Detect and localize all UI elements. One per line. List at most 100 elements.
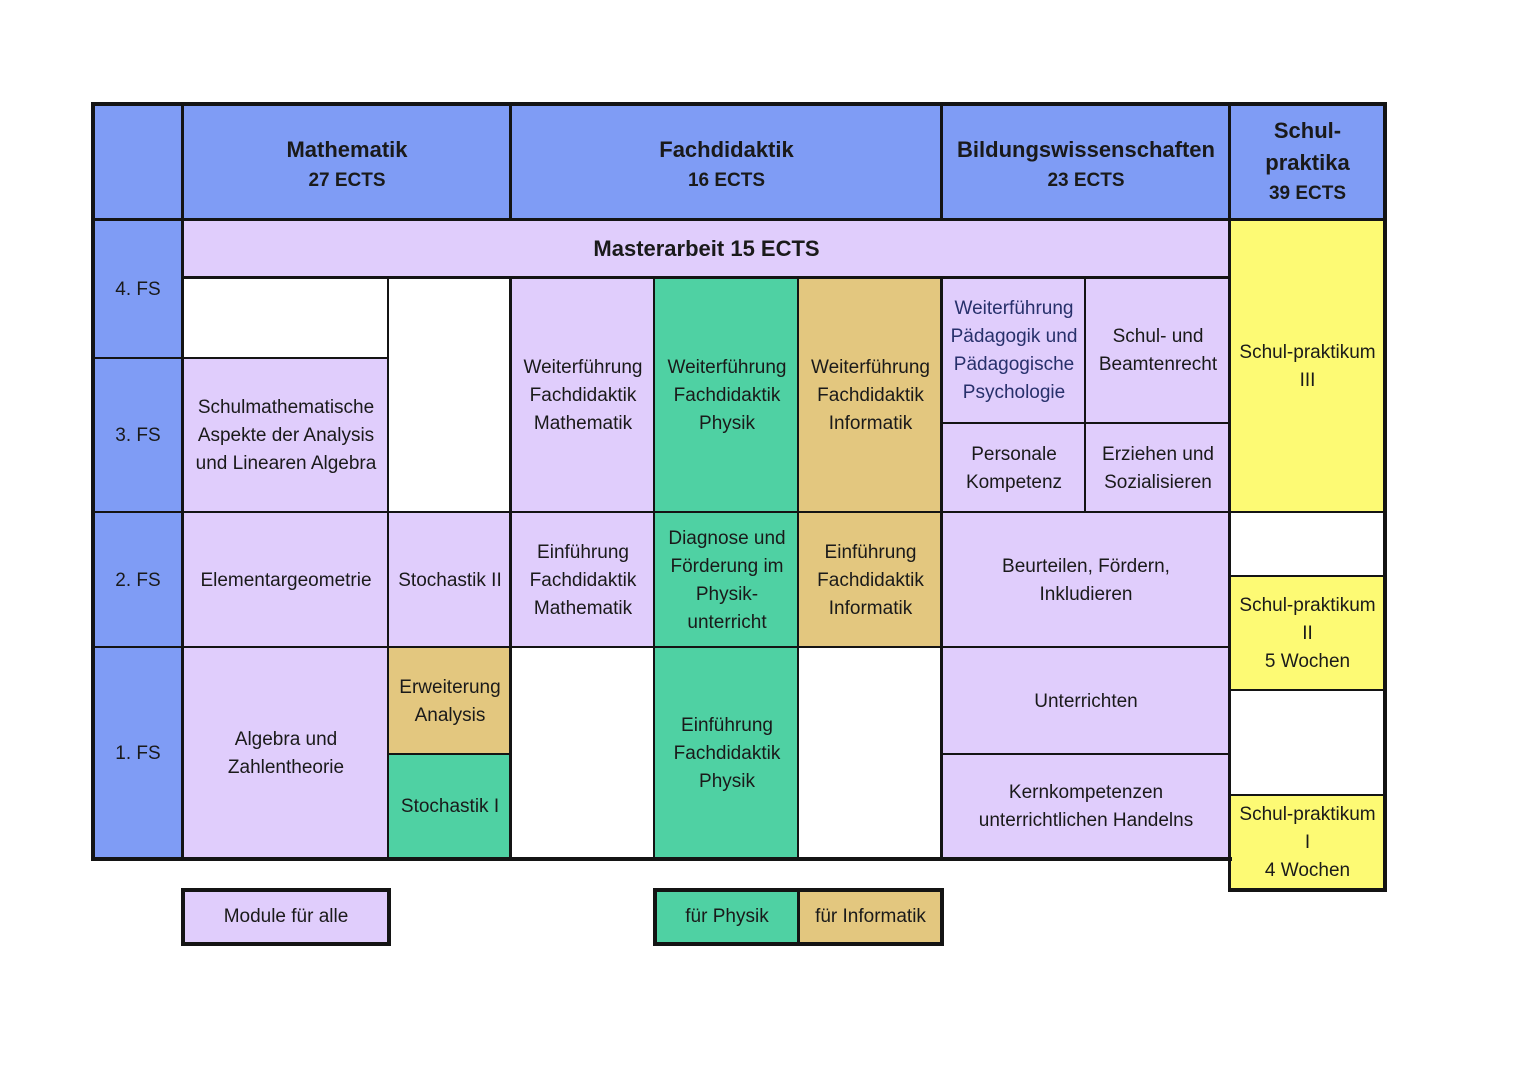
module-text: I: [1304, 832, 1311, 853]
header-mathematik: Mathematik 27 ECTS: [183, 104, 511, 220]
module-text: III: [1299, 369, 1316, 391]
grid-line: [91, 511, 1387, 513]
masterarbeit-label: Masterarbeit 15 ECTS: [593, 236, 820, 261]
module-text: Beamtenrecht: [1098, 354, 1218, 375]
module-text: Informatik: [828, 597, 913, 619]
module-text: Mathematik: [533, 412, 633, 434]
module-erweiterung-analysis: Erweiterung Analysis: [389, 648, 511, 755]
module-text: Algebra und: [234, 728, 338, 750]
grid-line: [940, 276, 943, 861]
module-text: Weiterführung: [811, 356, 930, 378]
grid-line: [653, 276, 655, 861]
module-text: Fachdidaktik: [529, 569, 637, 591]
module-text: Schul-praktikum: [1239, 341, 1376, 363]
module-text: Diagnose und: [668, 527, 786, 549]
header-title: Fachdidaktik: [659, 137, 794, 162]
semester-label: 1. FS: [115, 742, 161, 764]
semester-1: 1. FS: [93, 648, 183, 859]
module-text: Schul-praktikum: [1239, 804, 1376, 825]
grid-line: [940, 753, 1230, 755]
grid-line: [91, 218, 1387, 221]
grid-line: [387, 753, 511, 755]
legend-fuer-physik: für Physik: [655, 890, 799, 944]
grid-line: [91, 102, 1387, 106]
module-text: Stochastik I: [400, 796, 500, 817]
grid-line: [1084, 276, 1086, 513]
module-einfuehrung-fd-physik: Einführung Fachdidaktik Physik: [655, 648, 799, 859]
module-text: Kompetenz: [965, 471, 1063, 493]
header-ects: 39 ECTS: [1268, 183, 1347, 204]
header-ects: 27 ECTS: [308, 170, 386, 191]
legend-label: für Physik: [685, 906, 769, 927]
grid-line: [181, 102, 184, 861]
grid-line: [940, 422, 1230, 424]
header-title-line: Schul-: [1273, 118, 1342, 143]
header-corner: [93, 104, 183, 220]
legend-border: [181, 888, 391, 946]
grid-line: [940, 102, 943, 220]
legend-module-fuer-alle: Module für alle: [183, 890, 389, 944]
module-text: Erziehen und: [1102, 443, 1214, 465]
grid-line: [797, 276, 799, 648]
module-text: Personale: [971, 443, 1057, 465]
module-text: 4 Wochen: [1264, 860, 1351, 881]
module-schulpraktikum-3: Schul-praktikum III: [1230, 220, 1385, 513]
grid-line: [1228, 689, 1387, 691]
empty-cell: [799, 648, 942, 859]
module-schulpraktikum-1: Schul-praktikum I 4 Wochen: [1230, 796, 1385, 890]
module-text: II: [1302, 623, 1313, 644]
grid-line: [1228, 102, 1231, 892]
header-fachdidaktik: Fachdidaktik 16 ECTS: [511, 104, 942, 220]
module-text: Informatik: [828, 412, 913, 434]
module-erziehen-sozialisieren: Erziehen und Sozialisieren: [1086, 424, 1230, 513]
header-schulpraktika: Schul- praktika 39 ECTS: [1230, 104, 1385, 220]
grid-line: [91, 857, 1232, 861]
grid-line: [387, 276, 389, 861]
module-text: Fachdidaktik: [673, 742, 781, 764]
module-text: Mathematik: [533, 597, 633, 619]
grid-line: [91, 102, 95, 861]
module-text: Zahlentheorie: [227, 756, 345, 778]
module-text: Einführung: [681, 714, 773, 736]
header-bildungswissenschaften: Bildungswissenschaften 23 ECTS: [942, 104, 1230, 220]
header-ects: 16 ECTS: [687, 170, 766, 191]
module-text: Fachdidaktik: [817, 384, 924, 406]
semester-4: 4. FS: [93, 220, 183, 359]
grid-line: [91, 646, 1231, 648]
module-text: unterrichtlichen Handelns: [978, 810, 1194, 831]
module-unterrichten: Unterrichten: [942, 648, 1230, 755]
header-ects: 23 ECTS: [1047, 170, 1125, 191]
module-beurteilen-foerdern: Beurteilen, Fördern, Inkludieren: [942, 513, 1230, 648]
grid-line: [1228, 888, 1387, 892]
header-title: Bildungswissenschaften: [957, 137, 1215, 162]
module-text: Weiterführung: [954, 298, 1074, 319]
module-text: Weiterführung: [667, 356, 787, 378]
module-text: Physik: [699, 412, 755, 434]
module-text: Pädagogische: [953, 354, 1075, 375]
empty-cell: [511, 648, 655, 859]
module-schul-beamtenrecht: Schul- und Beamtenrecht: [1086, 278, 1230, 424]
grid-line: [91, 357, 183, 359]
grid-line: [181, 276, 1231, 279]
module-text: Schul- und: [1112, 326, 1204, 347]
module-weiterfuehrung-paedagogik: Weiterführung Pädagogik und Pädagogische…: [942, 278, 1086, 424]
module-text: Kernkompetenzen: [1008, 782, 1164, 803]
empty-cell: [1230, 691, 1385, 796]
module-schulmathematische-aspekte: Schulmathematische Aspekte der Analysis …: [183, 359, 389, 513]
module-text: Physik: [699, 770, 755, 792]
module-text: Weiterführung: [523, 356, 643, 378]
module-text: Beurteilen, Fördern,: [1002, 555, 1170, 577]
module-kernkompetenzen: Kernkompetenzen unterrichtlichen Handeln…: [942, 755, 1230, 859]
header-title: Mathematik: [286, 137, 408, 162]
module-text: Aspekte der Analysis: [197, 425, 375, 446]
module-text: Unterrichten: [1034, 690, 1138, 712]
module-algebra-zahlentheorie: Algebra und Zahlentheorie: [183, 648, 389, 859]
module-text: Analysis: [414, 704, 486, 726]
legend-fuer-informatik: für Informatik: [799, 890, 942, 944]
grid-line: [509, 102, 512, 220]
semester-label: 3. FS: [115, 425, 161, 446]
semester-label: 4. FS: [115, 278, 161, 300]
semester-label: 2. FS: [115, 569, 161, 591]
grid-line: [1228, 575, 1387, 577]
grid-line: [1383, 102, 1387, 892]
